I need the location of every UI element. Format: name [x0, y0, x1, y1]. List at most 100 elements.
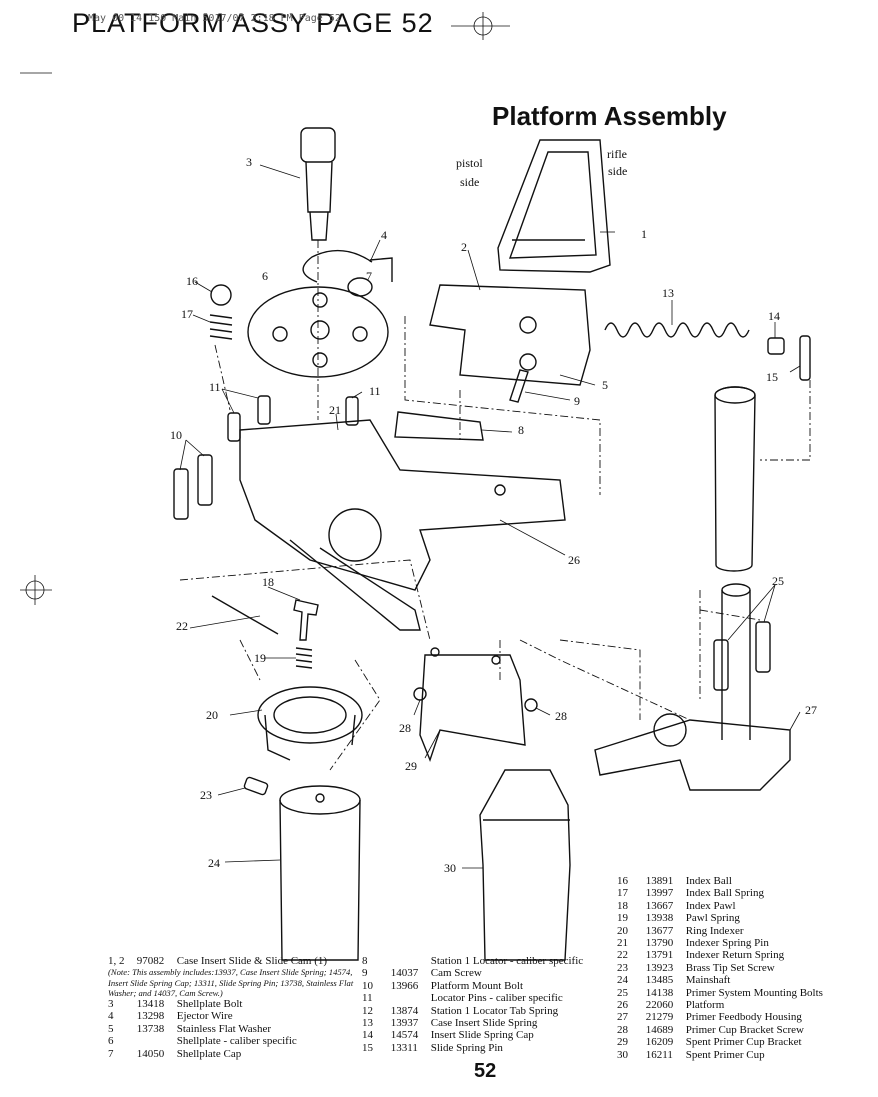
part-spring-pin — [799, 335, 811, 381]
label-10: 10 — [170, 428, 182, 442]
callout-rifle: rifle — [607, 147, 627, 161]
label-28a: 28 — [399, 721, 411, 735]
part-platform-mount-bolt — [173, 468, 189, 520]
callout-side-right: side — [608, 164, 627, 178]
callout-side-left: side — [460, 175, 479, 189]
label-26: 26 — [568, 553, 580, 567]
parts-row: 6 Shellplate - caliber specific — [108, 1035, 297, 1048]
label-22: 22 — [176, 619, 188, 633]
label-20: 20 — [206, 708, 218, 722]
label-15: 15 — [766, 370, 778, 384]
page-number: 52 — [474, 1060, 497, 1082]
part-shellplate-cap — [347, 277, 373, 297]
part-spring-cap — [767, 337, 785, 355]
label-4: 4 — [381, 228, 387, 242]
parts-row: 11 Locator Pins - caliber specific — [362, 992, 563, 1005]
diagram-title: Platform Assembly — [492, 101, 727, 131]
label-8: 8 — [518, 423, 524, 437]
label-25: 25 — [772, 574, 784, 588]
label-19: 19 — [254, 651, 266, 665]
part-shellplate — [247, 286, 389, 378]
part-primer-feedbody-housing — [594, 719, 791, 791]
label-29: 29 — [405, 759, 417, 773]
label-30: 30 — [444, 861, 456, 875]
part-primer-mount-bolt — [713, 639, 729, 691]
part-index-pawl — [293, 599, 319, 641]
label-9: 9 — [574, 394, 580, 408]
part-station-locator — [394, 411, 484, 441]
label-21: 21 — [329, 403, 341, 417]
label-5: 5 — [602, 378, 608, 392]
parts-list-col2: 8 Station 1 Locator - caliber specific 9… — [362, 955, 583, 1054]
callout-pistol: pistol — [456, 156, 483, 170]
part-brass-set-screw — [243, 776, 269, 796]
part-ring-indexer — [257, 686, 363, 744]
part-mainshaft — [714, 386, 756, 572]
label-27: 27 — [805, 703, 817, 717]
part-slide-cam — [497, 139, 611, 273]
label-23: 23 — [200, 788, 212, 802]
header-title: PLATFORM ASSY PAGE 52 — [72, 8, 434, 38]
part-primer-cup-bracket-screw — [413, 687, 427, 701]
label-28b: 28 — [555, 709, 567, 723]
part-slide-spring — [604, 322, 750, 338]
label-7: 7 — [366, 269, 372, 283]
part-case-insert-slide — [429, 284, 591, 386]
part-index-ball-spring — [209, 314, 233, 340]
part-shellplate-bolt — [300, 127, 336, 163]
label-3: 3 — [246, 155, 252, 169]
part-locator-pin — [227, 412, 241, 442]
part-cam-screw — [509, 369, 529, 403]
label-14: 14 — [768, 309, 780, 323]
label-17: 17 — [181, 307, 193, 321]
part-platform — [239, 419, 566, 591]
part-indexer-return-spring — [211, 595, 279, 635]
print-slug: May 00 14 150 Main 5017/07 2:18 PM Page … — [88, 13, 341, 24]
label-16: 16 — [186, 274, 198, 288]
label-6: 6 — [262, 269, 268, 283]
part-pawl-spring — [295, 647, 313, 669]
parts-row: 8 Station 1 Locator - caliber specific — [362, 955, 584, 967]
part-spent-primer-cup-bracket — [419, 654, 526, 763]
label-11b: 11 — [369, 384, 381, 398]
parts-note: (Note: This assembly includes:13937, Cas… — [108, 967, 354, 998]
label-13: 13 — [662, 286, 674, 300]
label-24: 24 — [208, 856, 220, 870]
part-spent-primer-cup — [479, 769, 571, 961]
part-ejector-wire — [302, 249, 393, 283]
label-18: 18 — [262, 575, 274, 589]
label-1: 1 — [641, 227, 647, 241]
label-11a: 11 — [209, 380, 221, 394]
label-2: 2 — [461, 240, 467, 254]
part-index-ball — [210, 284, 232, 306]
